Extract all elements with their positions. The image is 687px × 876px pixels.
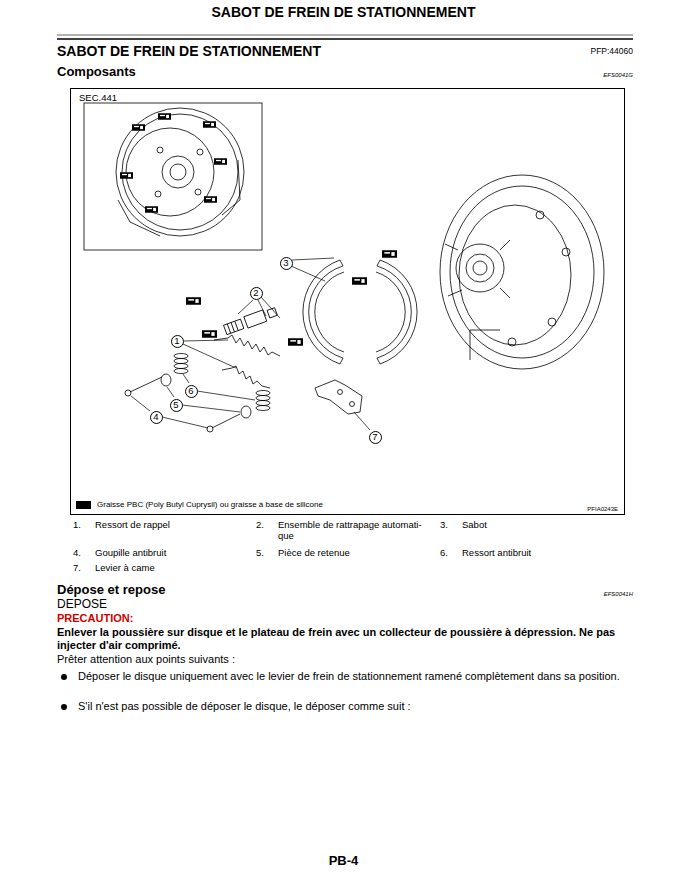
callout-number: 4 (150, 411, 163, 424)
figure-frame: SEC.441PFIA0243E 3 2 1 65 4 7 (70, 88, 625, 515)
caution-text: Enlever la poussière sur disque et le pl… (57, 626, 637, 652)
table-number: 1. (73, 519, 81, 530)
subheading: DEPOSE (57, 597, 107, 611)
table-number: 2. (256, 519, 264, 530)
cam-lever (315, 380, 362, 414)
callout-text: 4 (153, 412, 158, 422)
grease-icons (120, 113, 397, 346)
bullet (61, 704, 67, 710)
legend-text: Graisse PBC (Poly Butyl Cuprysil) ou gra… (97, 500, 323, 509)
reference-code: EFS0041G (603, 72, 633, 79)
table-number: 7. (73, 562, 81, 573)
callout-number: 7 (369, 431, 382, 444)
figure-code: SEC.441 (79, 92, 117, 103)
reference-code: PFP:44060 (590, 46, 633, 56)
bullet-text: S'il n'est pas possible de déposer le di… (78, 700, 411, 713)
subheading: Dépose et repose (57, 582, 165, 598)
figure-code: PFIA0243E (587, 506, 618, 512)
rule-line (57, 38, 633, 40)
callout-number: 2 (250, 287, 263, 300)
table-number: 5. (256, 547, 264, 558)
bullet-text: Déposer le disque uniquement avec le lev… (78, 670, 636, 683)
page-number: PB-4 (0, 853, 687, 869)
callout-number: 3 (280, 257, 293, 270)
callout-number: 1 (171, 335, 184, 348)
part-name: Pièce de retenue (278, 547, 350, 558)
section-heading: SABOT DE FREIN DE STATIONNEMENT (57, 43, 321, 60)
rule-line (57, 35, 633, 36)
brake-shoes (303, 260, 417, 364)
subheading: Composants (57, 64, 136, 80)
callout-number: 6 (185, 385, 198, 398)
table-number: 3. (440, 519, 448, 530)
leader-lines (131, 258, 370, 430)
springs (125, 335, 280, 432)
inset-view (84, 103, 262, 250)
backing-plate (440, 175, 604, 369)
caution-label: PRECAUTION: (57, 612, 133, 625)
callout-text: 1 (174, 336, 179, 346)
callout-text: 2 (253, 288, 258, 298)
table-number: 4. (73, 547, 81, 558)
grease-icon (76, 501, 91, 509)
legend-row: Graisse PBC (Poly Butyl Cuprysil) ou gra… (76, 500, 323, 509)
callout-text: 3 (283, 258, 288, 268)
part-name: Ensemble de rattrapage automati- que (278, 519, 438, 542)
part-name: Sabot (462, 519, 487, 530)
reference-code: EFS0041H (604, 591, 633, 598)
callout-text: 6 (188, 386, 193, 396)
page-header: SABOT DE FREIN DE STATIONNEMENT (0, 4, 687, 21)
part-name: Ressort de rappel (95, 519, 170, 530)
adjuster (223, 306, 278, 336)
callout-number: 5 (170, 399, 183, 412)
part-name: Goupille antibruit (95, 547, 166, 558)
bullet (61, 674, 67, 680)
callout-text: 5 (173, 400, 178, 410)
callout-text: 7 (372, 432, 377, 442)
body-text: Prêter attention aux points suivants : (57, 653, 235, 666)
part-name: Ressort antibruit (462, 547, 531, 558)
part-name: Levier à came (95, 562, 155, 573)
table-number: 6. (440, 547, 448, 558)
